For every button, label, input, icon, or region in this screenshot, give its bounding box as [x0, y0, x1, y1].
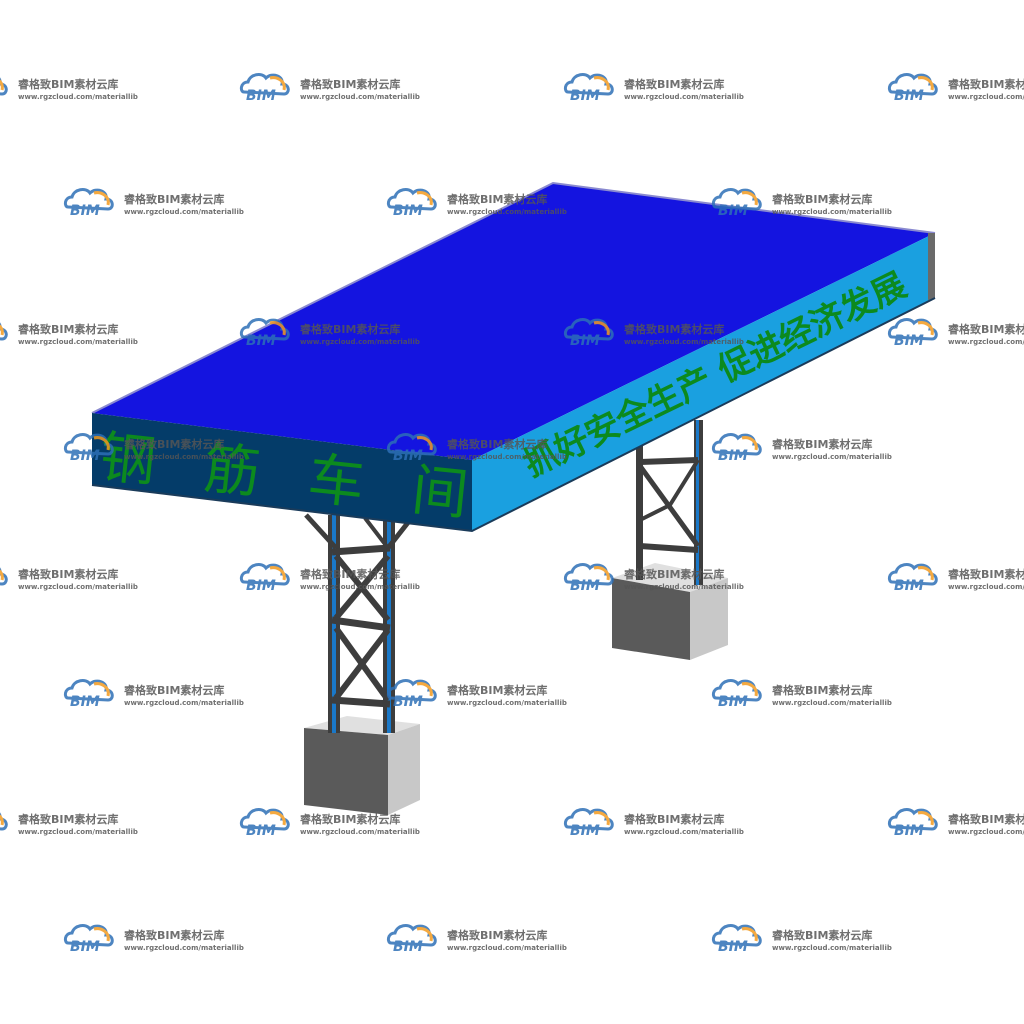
watermark — [0, 808, 140, 841]
watermark — [239, 318, 422, 351]
watermark — [0, 563, 140, 596]
watermark — [711, 679, 894, 712]
watermark — [711, 924, 894, 957]
watermark — [63, 679, 246, 712]
watermark — [563, 808, 746, 841]
watermark — [0, 318, 140, 351]
watermark — [887, 808, 1024, 841]
watermark — [887, 563, 1024, 596]
watermark — [563, 73, 746, 106]
watermark — [239, 808, 422, 841]
right-footing-side — [690, 578, 728, 660]
watermark — [386, 924, 569, 957]
watermark — [563, 563, 746, 596]
watermark — [239, 563, 422, 596]
roof-top — [92, 183, 935, 460]
watermark — [887, 73, 1024, 106]
watermark — [63, 924, 246, 957]
watermark — [386, 188, 569, 221]
watermark — [711, 188, 894, 221]
watermark — [0, 73, 140, 106]
canopy-side-face — [472, 233, 935, 531]
watermark — [63, 188, 246, 221]
left-footing-side — [388, 724, 420, 815]
watermark — [239, 73, 422, 106]
watermark — [386, 679, 569, 712]
canopy: 钢 筋 车 间 抓好安全生产 促进经济发展 — [91, 181, 936, 533]
left-support — [304, 513, 420, 815]
right-support — [612, 420, 728, 660]
left-footing-front — [304, 728, 388, 815]
watermark — [887, 318, 1024, 351]
right-footing-front — [612, 578, 690, 660]
watermark — [711, 433, 894, 466]
